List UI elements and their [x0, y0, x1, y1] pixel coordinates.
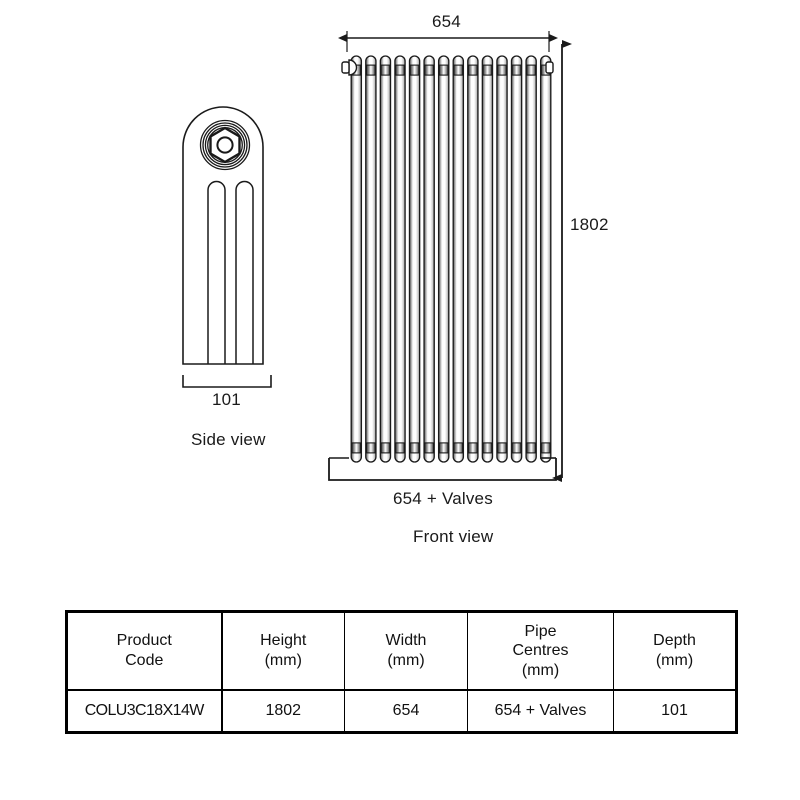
radiator-column-collar-bottom	[395, 442, 405, 454]
table-header-row: Product Code Height (mm) Width (mm) Pipe…	[66, 611, 737, 691]
side-view-depth-label: 101	[212, 390, 241, 409]
radiator-column	[379, 55, 392, 463]
header-width: Width (mm)	[344, 611, 468, 691]
radiator-column	[510, 55, 523, 463]
radiator-column	[365, 55, 377, 463]
cell-product-code: COLU3C18X14W	[66, 689, 223, 733]
radiator-column-collar-top	[395, 64, 405, 76]
radiator-column-collar-bottom	[540, 442, 551, 454]
radiator-column-collar-top	[424, 64, 435, 76]
header-height-line1: Height	[260, 632, 307, 650]
header-product-code-line1: Product	[116, 632, 172, 650]
radiator-column-collar-top	[511, 64, 522, 76]
radiator-drawing	[182, 31, 572, 482]
cell-depth: 101	[613, 689, 737, 733]
radiator-column	[467, 55, 479, 463]
radiator-column-collar-top	[380, 64, 391, 76]
radiator-column	[408, 55, 421, 463]
radiator-column-collar-top	[467, 64, 478, 76]
front-view-right-endcap	[545, 61, 554, 74]
header-height-line2: (mm)	[264, 652, 302, 669]
header-product-code: Product Code	[66, 611, 223, 691]
header-product-code-line2: Code	[125, 652, 164, 669]
header-width-line2: (mm)	[387, 652, 425, 669]
table-row: COLU3C18X14W 1802 654 654 + Valves 101	[66, 689, 737, 733]
spec-table-wrapper: Product Code Height (mm) Width (mm) Pipe…	[65, 610, 738, 734]
radiator-column	[481, 55, 494, 463]
radiator-column-collar-top	[438, 64, 449, 76]
front-view-pipe-centres-label: 654 + Valves	[393, 489, 493, 508]
radiator-column-collar-bottom	[482, 442, 493, 454]
header-width-line1: Width	[385, 632, 427, 650]
radiator-column-collar-bottom	[467, 442, 478, 454]
header-pipe-centres-line1: Pipe	[524, 622, 557, 640]
radiator-column-collar-top	[482, 64, 493, 76]
radiator-column-collar-bottom	[497, 442, 507, 454]
radiator-column-collar-top	[453, 64, 464, 76]
radiator-column-collar-bottom	[453, 442, 464, 454]
header-pipe-centres-line2: Centres	[512, 642, 569, 660]
side-view-group	[182, 106, 272, 388]
radiator-column-collar-top	[365, 64, 376, 76]
header-depth-line2: (mm)	[655, 652, 694, 669]
front-view-group	[328, 31, 572, 482]
radiator-column	[452, 55, 465, 463]
front-view-caption: Front view	[413, 527, 494, 546]
radiator-column-collar-top	[409, 64, 420, 76]
header-depth: Depth (mm)	[613, 611, 737, 691]
radiator-column	[496, 55, 508, 463]
cell-pipe-centres: 654 + Valves	[467, 689, 614, 733]
side-view-nut-bore	[216, 136, 234, 154]
side-view-slot-left	[207, 180, 226, 364]
radiator-column	[350, 55, 363, 463]
radiator-column-collar-bottom	[511, 442, 522, 454]
side-view-depth-bracket	[182, 375, 272, 388]
radiator-column	[394, 55, 406, 463]
radiator-column-collar-bottom	[351, 442, 362, 454]
header-depth-line1: Depth	[653, 632, 696, 650]
header-height: Height (mm)	[221, 611, 345, 691]
radiator-column	[525, 55, 537, 463]
header-pipe-centres: Pipe Centres (mm)	[467, 611, 614, 691]
header-pipe-centres-line3: (mm)	[521, 661, 560, 679]
front-view-pipe-centres-bracket	[328, 458, 557, 481]
cell-width: 654	[344, 689, 468, 733]
radiator-column-collar-bottom	[424, 442, 435, 454]
radiator-column-collar-bottom	[438, 442, 449, 454]
side-view-body	[182, 106, 264, 365]
cell-height: 1802	[221, 689, 345, 733]
radiator-column-collar-bottom	[365, 442, 376, 454]
spec-table: Product Code Height (mm) Width (mm) Pipe…	[65, 610, 738, 734]
radiator-column-collar-bottom	[380, 442, 391, 454]
radiator-column-collar-bottom	[526, 442, 537, 454]
radiator-column-collar-top	[526, 64, 537, 76]
front-view-height-label: 1802	[570, 215, 609, 234]
side-view-caption: Side view	[191, 430, 266, 449]
radiator-column	[539, 55, 552, 463]
front-view-left-endcap	[341, 59, 358, 76]
front-view-columns	[350, 55, 552, 463]
side-view-slot-right	[235, 180, 254, 364]
radiator-column-collar-bottom	[409, 442, 420, 454]
front-view-width-label: 654	[432, 12, 461, 31]
radiator-column-collar-top	[497, 64, 507, 76]
radiator-column	[423, 55, 435, 463]
radiator-column	[437, 55, 450, 463]
